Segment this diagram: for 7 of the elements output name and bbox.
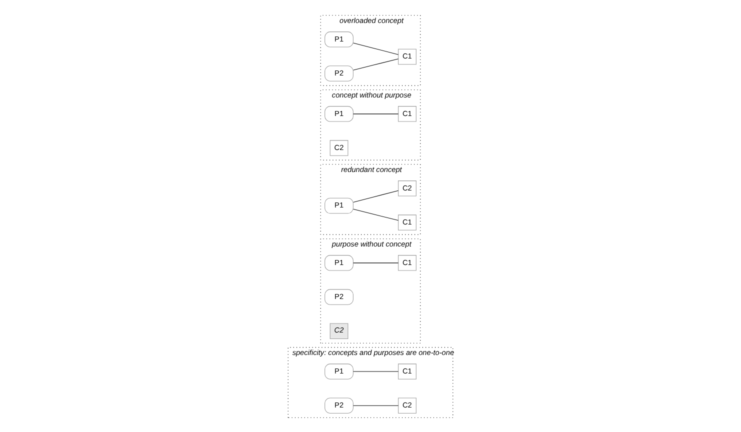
connector [353,113,399,114]
connector [353,42,399,54]
connector [353,404,399,406]
connector [353,58,399,70]
connector [353,208,399,220]
connector [353,190,399,202]
connector [353,262,399,263]
